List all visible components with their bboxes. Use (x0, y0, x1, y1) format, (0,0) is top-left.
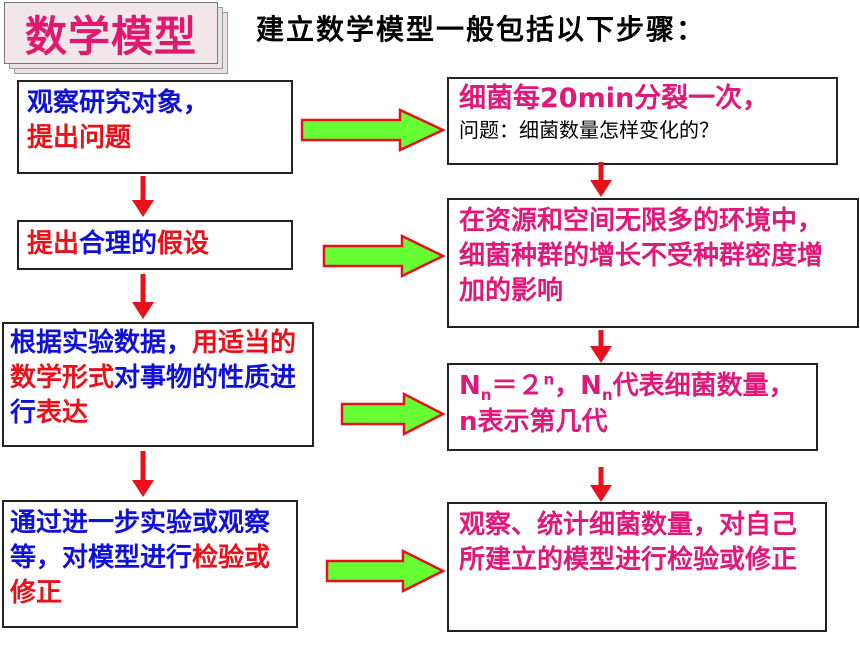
formula-tail: 代表细菌数量，n表示第几代 (459, 371, 795, 438)
left-step-1-part-1: 观察研究对象， (27, 88, 210, 118)
formula-n2: N (580, 371, 602, 401)
left-step-2-part-2: 合理的 (79, 229, 158, 259)
badge-label: 数学模型 (4, 2, 218, 64)
left-step-1-part-2: 提出问题 (27, 123, 132, 154)
page-heading: 建立数学模型一般包括以下步骤： (256, 13, 707, 46)
down-arrow-icon (590, 467, 612, 502)
right-step-1-sub: 问题：细菌数量怎样变化的？ (459, 118, 719, 143)
left-step-3-part-4: 表达 (36, 398, 89, 429)
down-arrow-icon (132, 176, 154, 217)
right-arrow-icon (325, 549, 446, 593)
left-step-2-part-3: 假设 (157, 229, 210, 259)
left-step-3-part-1: 根据实验数据， (10, 328, 193, 358)
right-step-4: 观察、统计细菌数量，对自己所建立的模型进行检验或修正 (447, 502, 827, 632)
left-step-2-part-1: 提出 (27, 229, 80, 259)
right-step-3: Nn＝２n，Nn代表细菌数量，n表示第几代 (447, 363, 818, 451)
down-arrow-icon (590, 162, 612, 197)
formula-n2-sub: n (601, 386, 613, 405)
left-step-3-part-3: 对事物的性质进行 (10, 363, 297, 429)
formula-comma: ， (554, 371, 581, 401)
left-step-4: 通过进一步实验或观察等，对模型进行检验或修正 (2, 500, 298, 628)
right-arrow-icon (322, 234, 446, 278)
left-step-2: 提出合理的假设 (17, 220, 293, 270)
formula-n: N (459, 371, 481, 401)
formula-n-sub: n (480, 386, 492, 405)
left-step-4-part-2: 检验或修正 (10, 543, 271, 609)
down-arrow-icon (132, 274, 154, 319)
left-step-1: 观察研究对象， 提出问题 (17, 80, 293, 174)
left-step-3-part-2: 用适当的数学形式 (10, 328, 297, 394)
title-badge: 数学模型 (4, 2, 228, 74)
down-arrow-icon (590, 330, 612, 363)
right-step-1-main: 细菌每20min分裂一次， (459, 83, 770, 114)
down-arrow-icon (132, 451, 154, 497)
right-step-1: 细菌每20min分裂一次， 问题：细菌数量怎样变化的？ (447, 77, 838, 165)
formula-exponent: n (543, 370, 555, 389)
right-arrow-icon (300, 108, 446, 152)
left-step-4-part-1: 通过进一步实验或观察等，对模型进行 (10, 508, 271, 574)
right-arrow-icon (340, 392, 446, 436)
formula-equals-two: ＝２ (491, 371, 544, 401)
right-step-2: 在资源和空间无限多的环境中，细菌种群的增长不受种群密度增加的影响 (447, 198, 859, 328)
left-step-3: 根据实验数据，用适当的数学形式对事物的性质进行表达 (2, 322, 314, 447)
